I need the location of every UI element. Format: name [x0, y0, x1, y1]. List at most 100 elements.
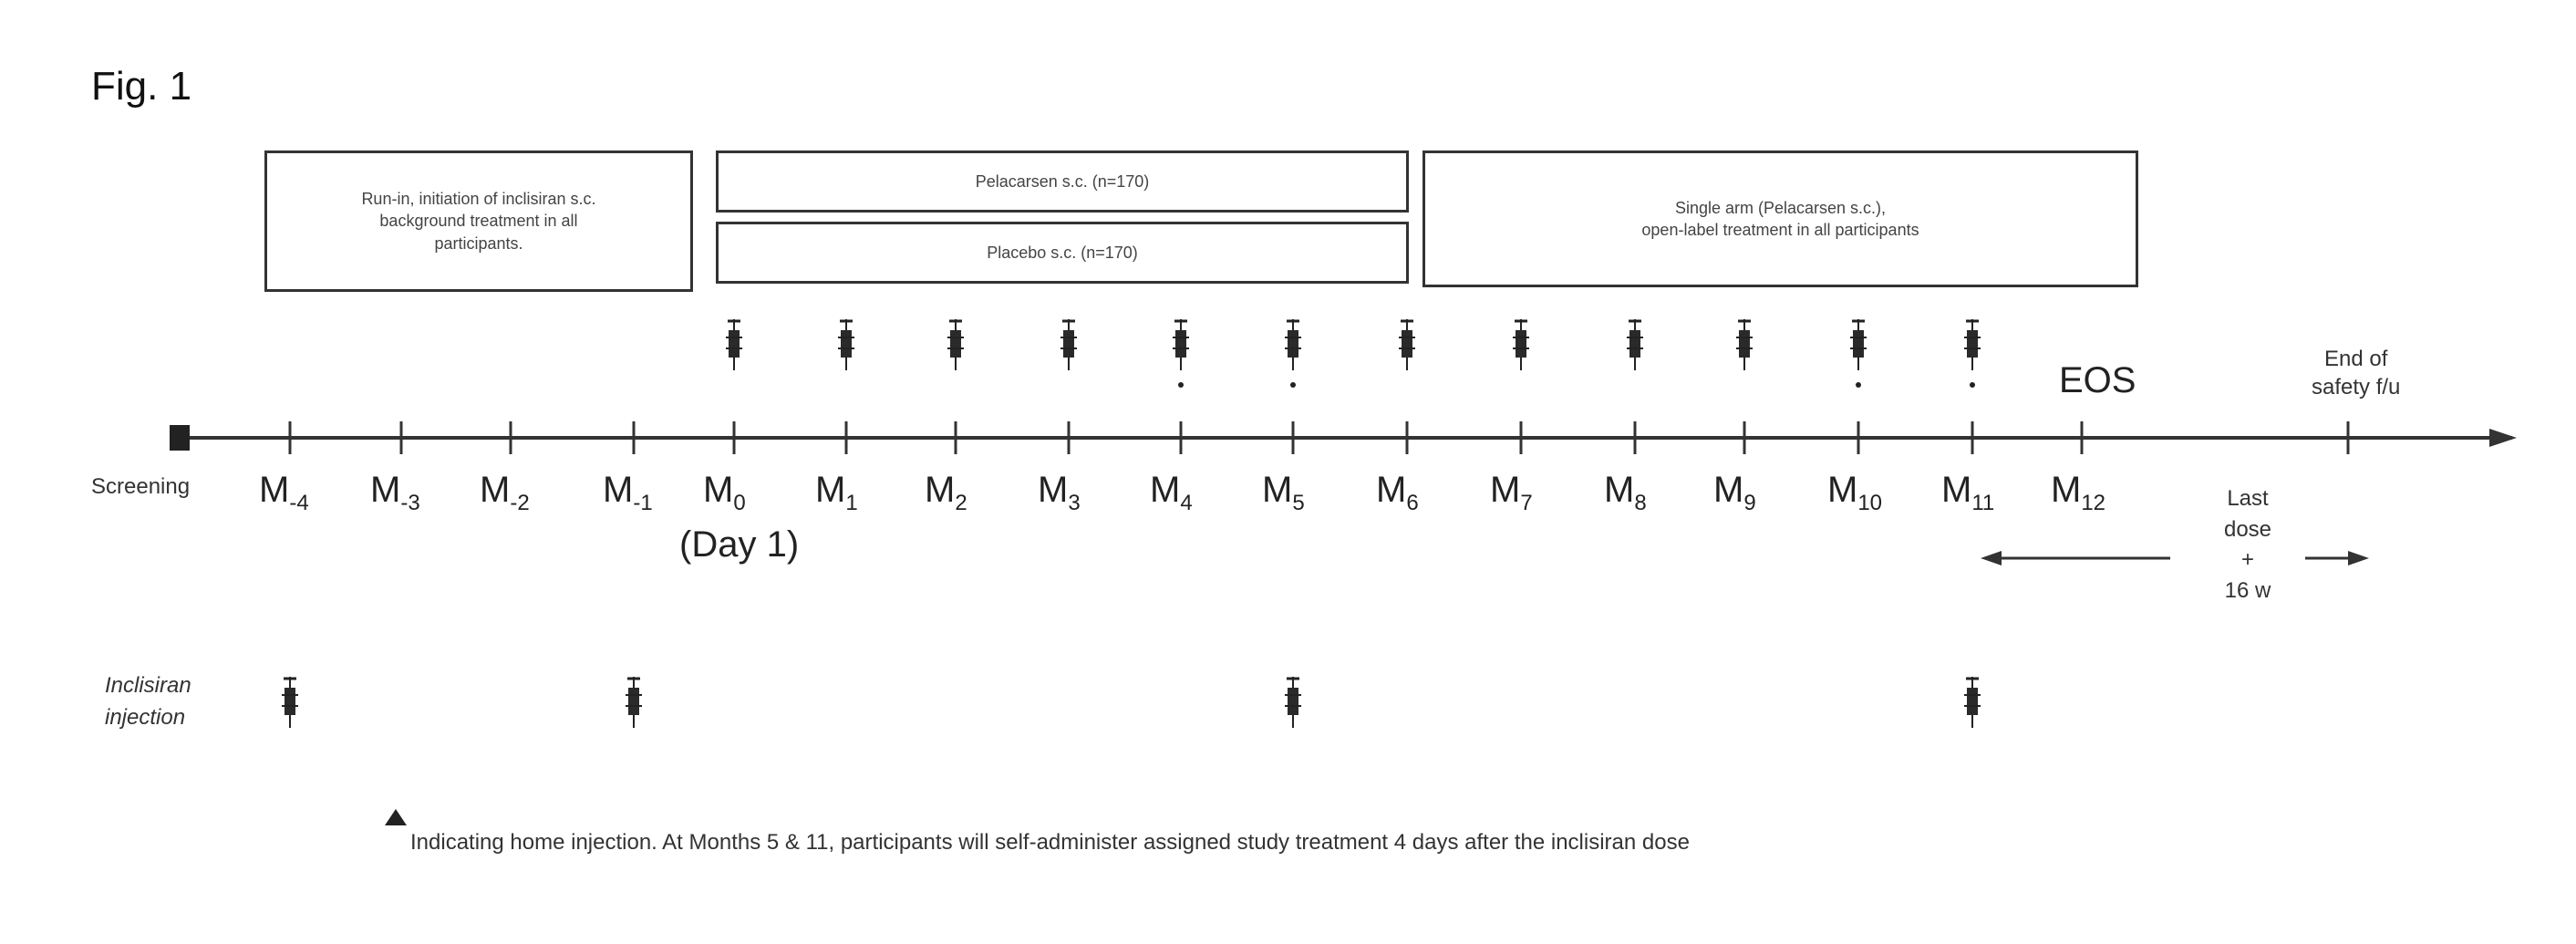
single-arm-line-1: Single arm (Pelacarsen s.c.), [1674, 198, 1887, 217]
month-letter: M [1490, 470, 1521, 510]
home-injection-dot [1178, 382, 1184, 388]
figure-title: Fig. 1 [91, 64, 192, 109]
screening-label: Screening [91, 474, 191, 499]
pelacarsen-box: Pelacarsen s.c. (n=170) [716, 150, 1409, 213]
pelacarsen-injection-icon [726, 319, 742, 370]
pelacarsen-injection-icon [1627, 319, 1643, 370]
month-subscript: -1 [633, 491, 653, 515]
last-dose-line-3: + [2240, 547, 2254, 573]
month-letter: M [1150, 470, 1181, 510]
month-letter: M [370, 470, 401, 510]
pelacarsen-injection-icon [1964, 319, 1981, 370]
pelacarsen-injection-icon [1285, 319, 1301, 370]
month-label: M9 [1713, 470, 1756, 516]
pelacarsen-injection-icon [1513, 319, 1529, 370]
month-label: M4 [1150, 470, 1193, 516]
month-label: M1 [815, 470, 858, 516]
month-label: M0 [703, 470, 746, 516]
placebo-label: Placebo s.c. (n=170) [987, 243, 1138, 262]
month-subscript: 1 [845, 491, 858, 515]
inclisiran-injection-line-1: Inclisiran [105, 673, 191, 698]
timeline-arrowhead [2489, 429, 2517, 447]
month-subscript: 6 [1406, 491, 1419, 515]
inclisiran-injection-icon [1285, 677, 1301, 728]
runin-line-3: participants. [434, 233, 523, 253]
month-letter: M [1604, 470, 1635, 510]
month-label: M-3 [370, 470, 420, 516]
month-label: M2 [925, 470, 967, 516]
last-dose-left-arrowhead [1981, 551, 2002, 565]
month-letter: M [1376, 470, 1407, 510]
month-label: M7 [1490, 470, 1533, 516]
month-letter: M [1038, 470, 1069, 510]
pelacarsen-injection-icon [1850, 319, 1867, 370]
inclisiran-injection-label: Inclisiran injection [105, 670, 191, 734]
pelacarsen-label: Pelacarsen s.c. (n=170) [975, 171, 1150, 191]
month-subscript: -4 [289, 491, 309, 515]
pelacarsen-injection-icon [1736, 319, 1753, 370]
month-letter: M [1262, 470, 1293, 510]
month-letter: M [480, 470, 511, 510]
pelacarsen-injection-icon [1173, 319, 1189, 370]
pelacarsen-injection-icon [1060, 319, 1077, 370]
month-subscript: 0 [733, 491, 746, 515]
pelacarsen-injection-icon [838, 319, 854, 370]
month-letter: M [925, 470, 956, 510]
month-label: M-1 [603, 470, 653, 516]
footnote: Indicating home injection. At Months 5 &… [410, 830, 1690, 855]
pelacarsen-injection-icon [947, 319, 964, 370]
month-letter: M [2051, 470, 2082, 510]
single-arm-line-2: open-label treatment in all participants [1641, 221, 1919, 239]
runin-line-2: background treatment in all [379, 212, 578, 231]
home-injection-dot [1290, 382, 1296, 388]
month-label: M3 [1038, 470, 1081, 516]
month-subscript: 4 [1180, 491, 1193, 515]
runin-line-1: Run-in, initiation of inclisiran s.c. [361, 190, 596, 209]
month-label: M-4 [259, 470, 309, 516]
month-letter: M [815, 470, 846, 510]
month-subscript: 5 [1292, 491, 1305, 515]
month-subscript: -2 [510, 491, 530, 515]
month-label: M6 [1376, 470, 1419, 516]
month-label: M12 [2051, 470, 2105, 516]
last-dose-right-arrowhead [2348, 551, 2369, 565]
month-letter: M [703, 470, 734, 510]
month-subscript: 8 [1634, 491, 1647, 515]
end-of-safety-line-1: End of [2324, 347, 2388, 371]
month-subscript: 3 [1068, 491, 1081, 515]
end-of-safety-label: End of safety f/u [2312, 345, 2400, 401]
month-subscript: 9 [1743, 491, 1756, 515]
last-dose-label: Last dose + 16 w [2207, 483, 2289, 606]
month-label: M-2 [480, 470, 530, 516]
inclisiran-injection-icon [626, 677, 642, 728]
last-dose-line-2: dose [2223, 516, 2272, 542]
month-label: M5 [1262, 470, 1305, 516]
home-injection-dot [1970, 382, 1975, 388]
month-label: M8 [1604, 470, 1647, 516]
month-letter: M [603, 470, 634, 510]
pelacarsen-injection-icon [1399, 319, 1415, 370]
month-subscript: 11 [1971, 491, 1995, 515]
month-subscript: 2 [955, 491, 967, 515]
inclisiran-injection-line-2: injection [105, 704, 186, 730]
month-subscript: 12 [2081, 491, 2106, 515]
month-label: M10 [1827, 470, 1882, 516]
inclisiran-injection-icon [282, 677, 298, 728]
timeline-start-marker [170, 425, 190, 451]
day1-label: (Day 1) [679, 524, 800, 565]
month-subscript: 10 [1857, 491, 1883, 515]
month-letter: M [1941, 470, 1972, 510]
home-injection-marker [385, 809, 407, 825]
month-subscript: -3 [400, 491, 420, 515]
home-injection-dot [1856, 382, 1861, 388]
runin-box: Run-in, initiation of inclisiran s.c. ba… [264, 150, 693, 292]
last-dose-line-1: Last [2227, 486, 2269, 511]
single-arm-box: Single arm (Pelacarsen s.c.), open-label… [1422, 150, 2138, 287]
month-label: M11 [1941, 470, 1994, 516]
placebo-box: Placebo s.c. (n=170) [716, 222, 1409, 284]
month-letter: M [1827, 470, 1858, 510]
month-letter: M [259, 470, 290, 510]
month-subscript: 7 [1520, 491, 1533, 515]
